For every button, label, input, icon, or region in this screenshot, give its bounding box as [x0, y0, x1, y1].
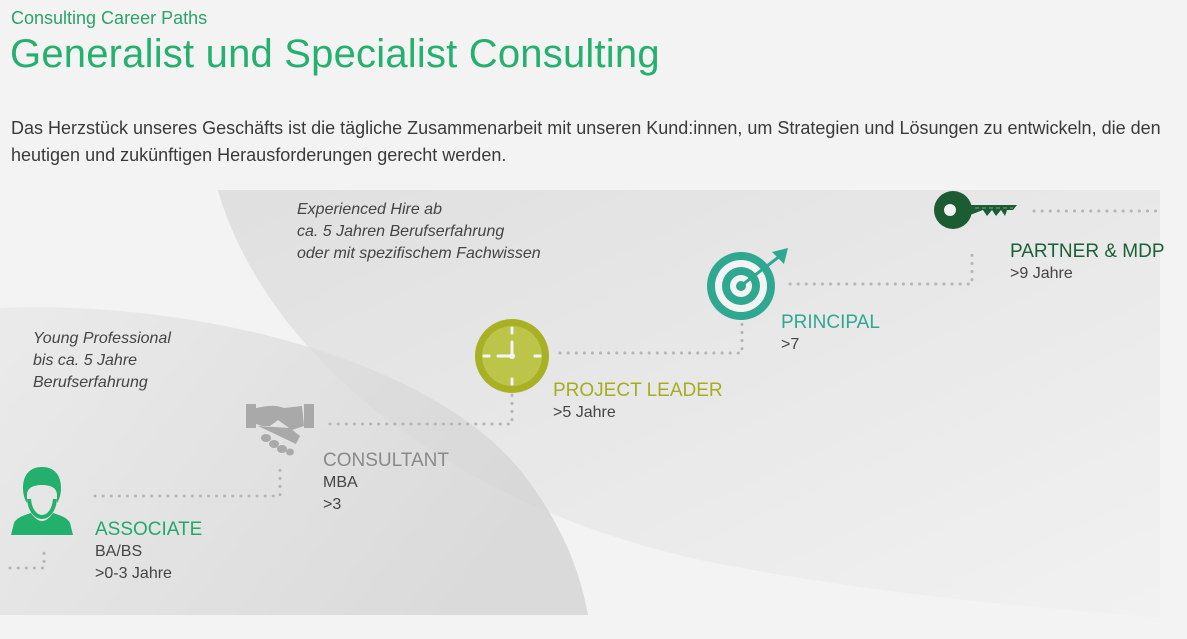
step-project-leader: PROJECT LEADER >5 Jahre	[553, 380, 723, 424]
experienced-hire-note: Experienced Hire ab ca. 5 Jahren Berufse…	[297, 199, 541, 265]
step-detail: MBA	[323, 474, 358, 491]
step-detail: >5 Jahre	[553, 404, 616, 421]
step-detail: BA/BS	[95, 543, 143, 560]
step-principal: PRINCIPAL >7	[781, 312, 880, 356]
note-line: Young Professional	[33, 330, 171, 347]
step-partner-mdp: PARTNER & MDP >9 Jahre	[1010, 241, 1165, 285]
step-consultant: CONSULTANT MBA >3	[323, 450, 449, 516]
key-icon	[934, 191, 1017, 229]
young-professional-note: Young Professional bis ca. 5 Jahre Beruf…	[33, 328, 171, 394]
step-title: ASSOCIATE	[95, 519, 203, 540]
step-title: PARTNER & MDP	[1010, 241, 1165, 262]
person-icon	[11, 467, 73, 535]
page-title: Generalist und Specialist Consulting	[10, 32, 660, 76]
note-line: Berufserfahrung	[33, 374, 148, 391]
step-title: PROJECT LEADER	[553, 380, 723, 401]
note-line: bis ca. 5 Jahre	[33, 352, 138, 369]
step-associate: ASSOCIATE BA/BS >0-3 Jahre	[95, 519, 202, 585]
clock-icon	[475, 319, 549, 393]
target-icon	[707, 248, 788, 320]
step-detail: >9 Jahre	[1010, 265, 1073, 282]
page-subtitle: Consulting Career Paths	[11, 8, 208, 28]
handshake-icon	[246, 404, 314, 456]
note-line: oder mit spezifischem Fachwissen	[297, 245, 541, 262]
step-detail: >7	[781, 336, 800, 353]
note-line: Experienced Hire ab	[297, 201, 442, 218]
note-line: ca. 5 Jahren Berufserfahrung	[297, 223, 505, 240]
step-detail: >3	[323, 496, 342, 513]
step-detail: >0-3 Jahre	[95, 565, 172, 582]
intro-text: Das Herzstück unseres Geschäfts ist die …	[11, 118, 1161, 165]
step-title: PRINCIPAL	[781, 312, 880, 333]
step-title: CONSULTANT	[323, 450, 449, 471]
